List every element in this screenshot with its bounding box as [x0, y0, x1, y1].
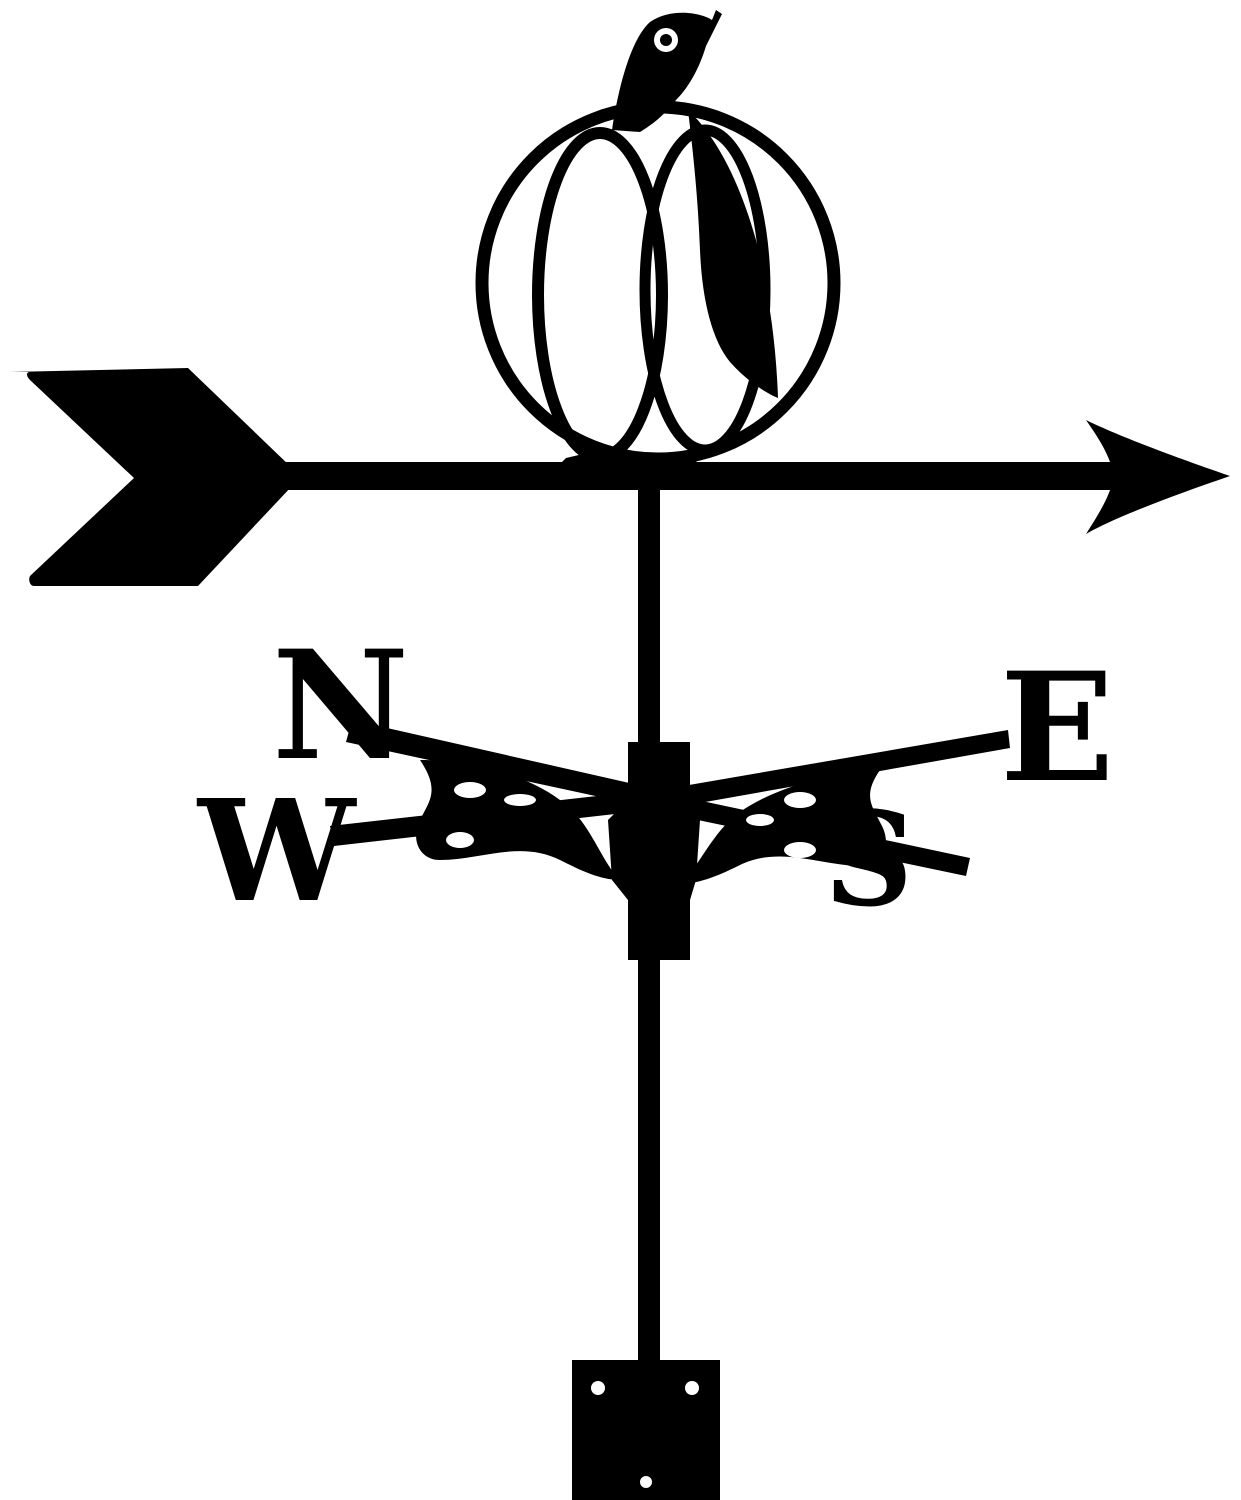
mounting-hole — [685, 1381, 699, 1395]
penguin-pupil — [660, 34, 672, 46]
arrow-head — [1086, 420, 1230, 534]
arrow — [10, 368, 1230, 586]
arrow-tail — [10, 368, 292, 586]
arrow-shaft — [282, 462, 1142, 490]
mounting-hole — [640, 1476, 652, 1488]
pole — [638, 490, 660, 1500]
penguin-head — [612, 10, 722, 132]
scroll-hole — [784, 842, 816, 858]
compass-letter-west: W — [196, 770, 357, 934]
scroll-hole — [504, 794, 536, 806]
scroll-hole — [454, 782, 486, 798]
compass-letter-south: S — [820, 779, 914, 932]
compass-letter-east: E — [1000, 640, 1114, 816]
compass-letter-north: N — [272, 618, 409, 794]
scrollwork-right — [680, 770, 886, 884]
penguin-feet — [560, 450, 700, 464]
penguin-wing — [688, 110, 778, 398]
mounting-plate — [572, 1360, 720, 1500]
penguin-on-sphere — [475, 10, 841, 466]
scroll-hole — [746, 814, 774, 826]
scroll-hole — [736, 864, 764, 876]
compass-letters: N E S W — [196, 618, 1114, 934]
compass-hub — [608, 742, 700, 960]
scroll-hole — [446, 832, 474, 848]
compass-arms — [330, 720, 1010, 960]
scroll-hole — [494, 853, 526, 867]
scroll-hole — [784, 792, 816, 808]
mounting-hole — [591, 1381, 605, 1395]
